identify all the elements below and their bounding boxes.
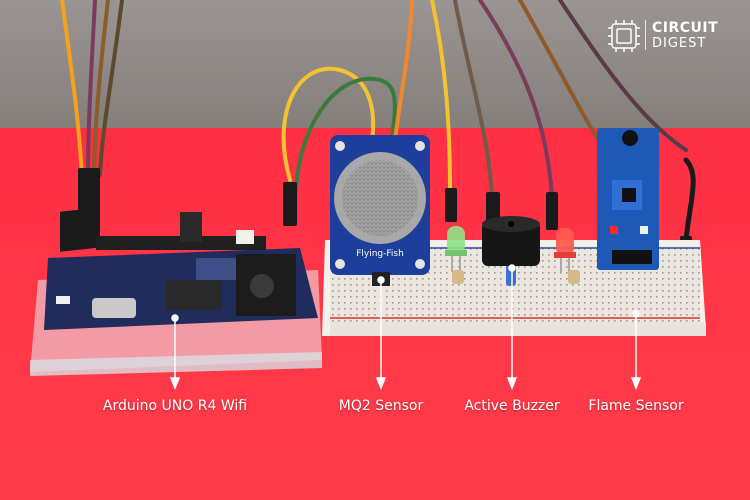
pointer-lines	[169, 264, 642, 391]
active-buzzer	[482, 216, 540, 266]
chip-icon	[608, 20, 640, 52]
jumper-wires-right	[281, 0, 696, 243]
label-mq2-sensor: MQ2 Sensor	[338, 398, 424, 414]
mq2-board-text: Flying-Fish	[356, 249, 404, 259]
jumper-wires-left	[60, 0, 124, 177]
red-led	[554, 228, 576, 272]
flame-sensor	[597, 128, 659, 270]
label-arduino: Arduino UNO R4 Wifi	[102, 398, 248, 414]
green-led	[445, 226, 467, 272]
wall-background	[0, 0, 750, 128]
mq2-sensor: Flying-Fish	[330, 135, 430, 286]
arduino-uno-r4	[30, 207, 322, 376]
logo-digest-text: DIGEST	[652, 36, 707, 51]
logo-divider	[645, 20, 646, 50]
label-active-buzzer: Active Buzzer	[464, 398, 560, 414]
label-flame-sensor: Flame Sensor	[588, 398, 684, 414]
logo-circuit-text: CIRCUIT	[652, 20, 719, 36]
